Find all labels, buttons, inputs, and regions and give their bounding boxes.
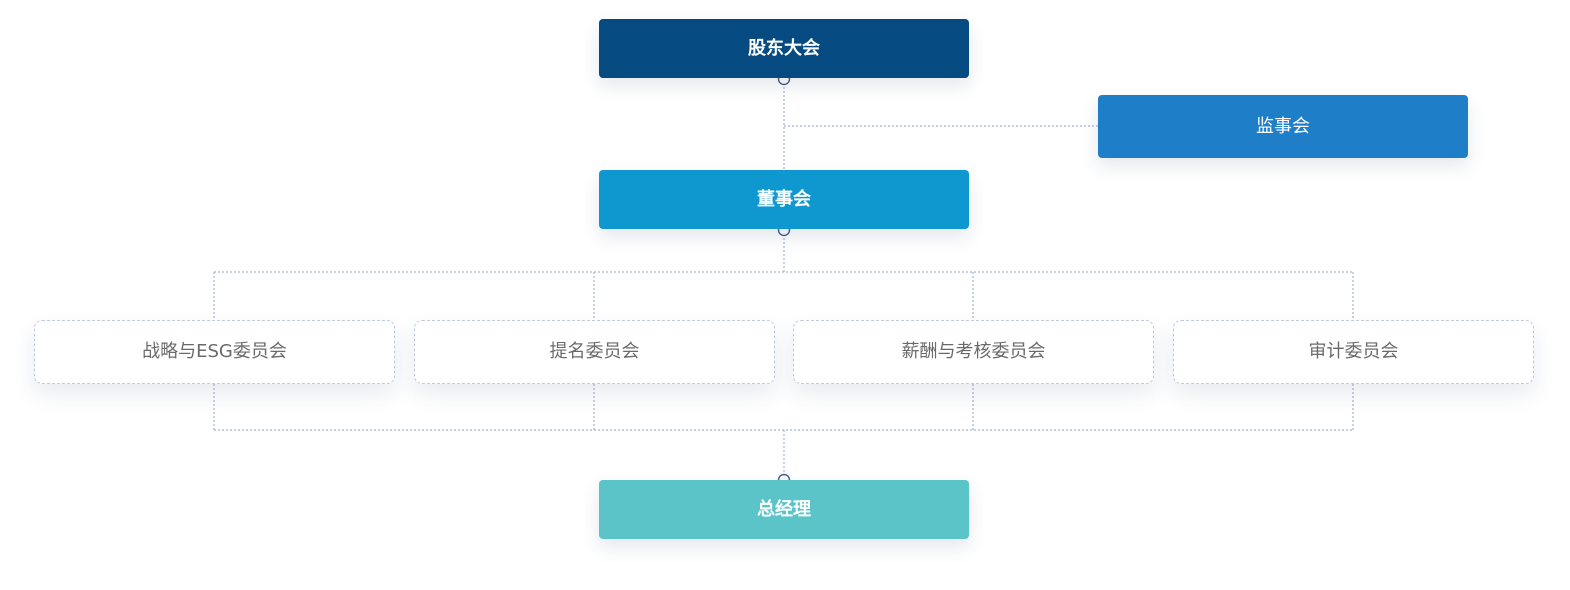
node-label: 股东大会	[748, 37, 820, 59]
node-shareholders-meeting: 股东大会	[599, 19, 969, 78]
node-label: 监事会	[1256, 115, 1310, 137]
node-label: 提名委员会	[549, 341, 640, 362]
node-committee-nomination: 提名委员会	[414, 320, 775, 384]
node-general-manager: 总经理	[599, 480, 969, 539]
node-committee-remuneration: 薪酬与考核委员会	[793, 320, 1154, 384]
node-committee-strategy-esg: 战略与ESG委员会	[34, 320, 395, 384]
node-label: 董事会	[757, 188, 811, 210]
node-board-of-directors: 董事会	[599, 170, 969, 229]
node-label: 战略与ESG委员会	[142, 341, 287, 362]
node-label: 薪酬与考核委员会	[901, 341, 1046, 362]
node-label: 审计委员会	[1308, 341, 1399, 362]
node-supervisory-board: 监事会	[1098, 95, 1468, 158]
node-label: 总经理	[757, 498, 811, 520]
node-committee-audit: 审计委员会	[1173, 320, 1534, 384]
